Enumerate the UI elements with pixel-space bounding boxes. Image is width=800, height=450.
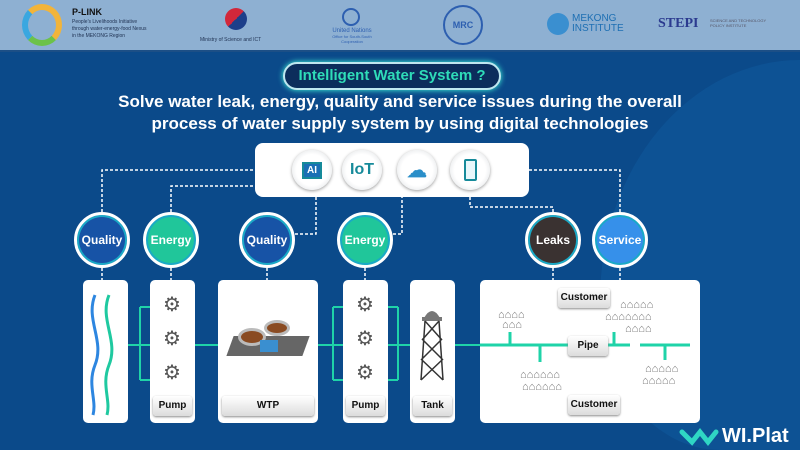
house-icon: ⌂⌂⌂⌂⌂ — [645, 363, 678, 375]
un-subtitle: Office for South-South Cooperation — [332, 34, 372, 44]
msit-label: Ministry of Science and ICT — [200, 37, 262, 43]
cloud-icon: ☁ — [397, 150, 437, 190]
house-icon: ⌂⌂⌂⌂⌂ — [642, 375, 675, 387]
customer-label-top: Customer — [558, 288, 610, 308]
smartphone-icon — [450, 150, 490, 190]
plink-line1: People's Livelihoods Initiative — [72, 19, 138, 25]
mekong-line2: INSTITUTE — [572, 23, 624, 34]
un-logo-text: United Nations Office for South-South Co… — [325, 28, 379, 44]
pump-icon: ⚙ — [163, 362, 181, 384]
dashed-connector — [529, 169, 621, 212]
pump-icon: ⚙ — [163, 328, 181, 350]
dashed-connector — [393, 197, 403, 235]
mrc-text: MRC — [452, 20, 474, 30]
title-pill: Intelligent Water System ? — [283, 62, 501, 90]
house-icon: ⌂⌂⌂⌂⌂⌂ — [522, 381, 562, 393]
dashed-connector — [469, 197, 554, 212]
water-tower-icon — [420, 311, 444, 381]
house-icon: ⌂⌂⌂ — [502, 319, 522, 331]
stepi-text: SCIENCE AND TECHNOLOGY POLICY INSTITUTE — [710, 18, 767, 28]
partner-logo-header: P-LINK People's Livelihoods Initiative t… — [0, 0, 800, 52]
tank-panel: Tank — [410, 280, 455, 423]
mekong-line1: MEKONG — [572, 13, 617, 24]
pump-label: Pump — [346, 396, 385, 416]
distribution-network: ⌂⌂⌂⌂⌂⌂⌂ ⌂⌂⌂⌂⌂⌂⌂⌂⌂⌂⌂⌂⌂⌂⌂⌂ ⌂⌂⌂⌂⌂⌂⌂⌂⌂⌂⌂⌂ ⌂⌂… — [480, 299, 690, 393]
wtp-label: WTP — [222, 396, 314, 416]
teal-pipe — [128, 306, 480, 381]
dashed-connector — [101, 169, 255, 212]
pump-icon: ⚙ — [163, 294, 181, 316]
house-icon: ⌂⌂⌂⌂⌂⌂ — [520, 369, 560, 381]
dashed-connector — [170, 185, 255, 212]
msit-logo-icon — [225, 8, 247, 30]
mekong-logo-icon — [547, 13, 569, 35]
tank-label: Tank — [413, 396, 452, 416]
pipe-label: Pipe — [568, 336, 608, 356]
house-cluster-icons: ⌂⌂⌂⌂⌂⌂⌂ ⌂⌂⌂⌂⌂⌂⌂⌂⌂⌂⌂⌂⌂⌂⌂⌂ ⌂⌂⌂⌂⌂⌂⌂⌂⌂⌂⌂⌂ ⌂⌂… — [498, 299, 678, 393]
river-icon — [90, 294, 114, 416]
wiplat-brand: WI.Plat — [722, 425, 789, 447]
un-title: United Nations — [332, 28, 372, 34]
plink-tagline: People's Livelihoods Initiative through … — [72, 19, 147, 40]
dashed-connector — [101, 268, 621, 280]
distribution-panel: ⌂⌂⌂⌂⌂⌂⌂ ⌂⌂⌂⌂⌂⌂⌂⌂⌂⌂⌂⌂⌂⌂⌂⌂ ⌂⌂⌂⌂⌂⌂⌂⌂⌂⌂⌂⌂ ⌂⌂… — [480, 280, 700, 423]
house-icon: ⌂⌂⌂⌂ — [625, 323, 652, 335]
house-icon: ⌂⌂⌂⌂ — [498, 309, 525, 321]
treatment-plant-icon — [226, 318, 310, 358]
mrc-logo: MRC — [443, 5, 483, 45]
pump-icon: ⚙ — [356, 328, 374, 350]
house-icon: ⌂⌂⌂⌂⌂ — [620, 299, 653, 311]
issue-quality-2: Quality — [239, 212, 295, 268]
pump-label: Pump — [153, 396, 192, 416]
issue-quality-1: Quality — [74, 212, 130, 268]
stepi-mark: STEPI — [658, 16, 699, 31]
iot-icon: IoT — [342, 150, 382, 190]
issue-service: Service — [592, 212, 648, 268]
house-icon: ⌂⌂⌂⌂⌂⌂⌂ — [605, 311, 652, 323]
customer-label-bottom: Customer — [568, 395, 620, 415]
pump-icon: ⚙ — [356, 362, 374, 384]
plink-logo-icon — [22, 4, 62, 46]
subtitle-line2: process of water supply system by using … — [151, 114, 649, 133]
un-logo-icon — [342, 8, 360, 26]
ai-label: AI — [302, 161, 322, 179]
ai-chip-icon: AI — [292, 150, 332, 190]
water-source-panel — [83, 280, 128, 423]
plink-line3: in the MEKONG Region — [72, 33, 126, 39]
pump-station-1: ⚙ ⚙ ⚙ Pump — [150, 280, 195, 423]
subtitle-line1: Solve water leak, energy, quality and se… — [118, 92, 682, 111]
issue-energy-2: Energy — [337, 212, 393, 268]
issue-energy-1: Energy — [143, 212, 199, 268]
wtp-panel: WTP — [218, 280, 318, 423]
plink-title: P-LINK — [72, 7, 102, 17]
pump-station-2: ⚙ ⚙ ⚙ Pump — [343, 280, 388, 423]
mekong-logo-text: MEKONG INSTITUTE — [572, 14, 624, 34]
plink-line2: through water-energy-food Nexus — [72, 26, 147, 32]
pump-icon: ⚙ — [356, 294, 374, 316]
issue-leaks: Leaks — [525, 212, 581, 268]
dashed-connector — [295, 197, 317, 235]
iot-label: IoT — [350, 161, 374, 178]
